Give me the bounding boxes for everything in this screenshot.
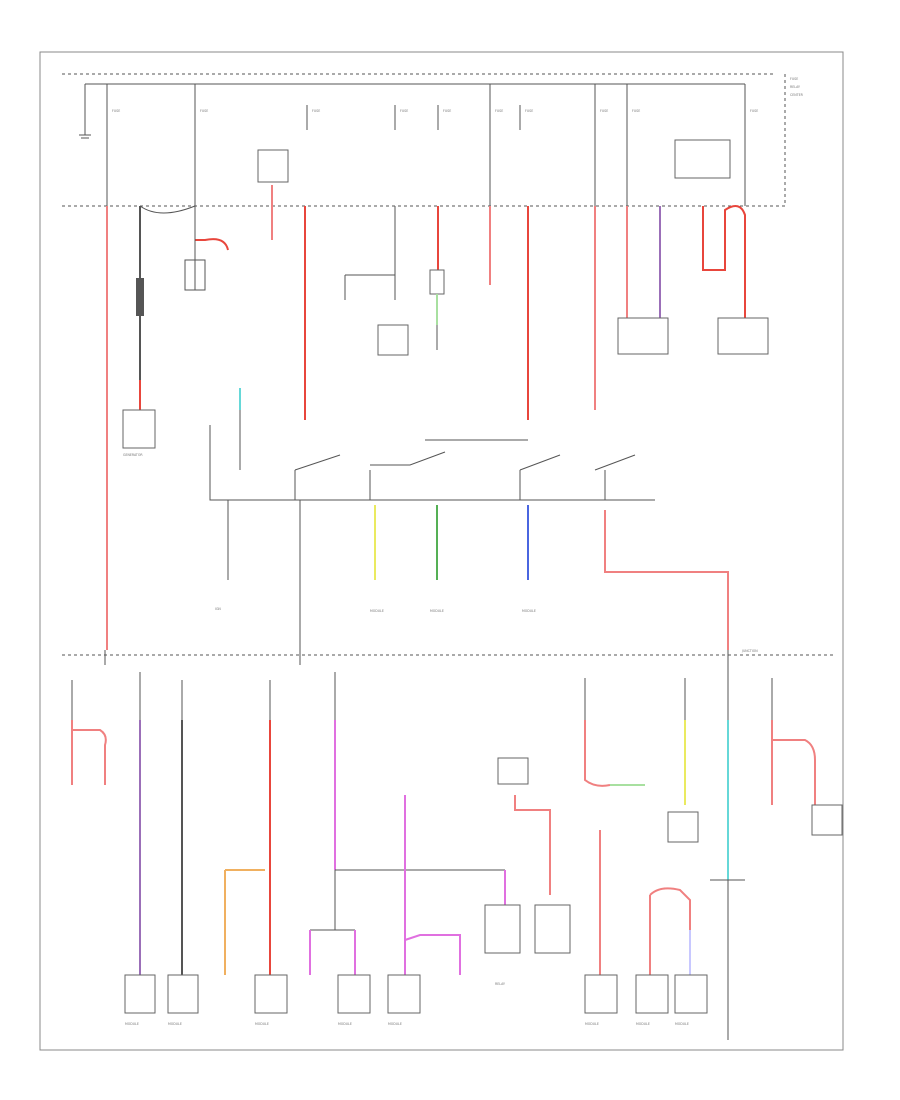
svg-text:RELAY: RELAY bbox=[790, 85, 800, 89]
svg-text:FUSE: FUSE bbox=[600, 109, 608, 113]
svg-text:MODULE: MODULE bbox=[388, 1022, 402, 1026]
svg-text:FUSE: FUSE bbox=[200, 109, 208, 113]
svg-text:MODULE: MODULE bbox=[585, 1022, 599, 1026]
svg-text:FUSE: FUSE bbox=[112, 109, 120, 113]
svg-text:GENERATOR: GENERATOR bbox=[123, 453, 143, 457]
svg-text:MODULE: MODULE bbox=[430, 609, 444, 613]
svg-text:MODULE: MODULE bbox=[125, 1022, 139, 1026]
generator bbox=[122, 409, 156, 449]
svg-text:MODULE: MODULE bbox=[636, 1022, 650, 1026]
svg-text:MODULE: MODULE bbox=[168, 1022, 182, 1026]
svg-text:FUSE: FUSE bbox=[312, 109, 320, 113]
svg-text:MODULE: MODULE bbox=[675, 1022, 689, 1026]
svg-text:FUSE: FUSE bbox=[525, 109, 533, 113]
svg-text:FUSE: FUSE bbox=[400, 109, 408, 113]
upper-wires: GENERATOR bbox=[106, 185, 769, 650]
fuse-row-upper: FUSE FUSE FUSE FUSE FUSE FUSE FUSE FUSE … bbox=[106, 84, 758, 206]
svg-text:FUSE: FUSE bbox=[632, 109, 640, 113]
diagram-border bbox=[39, 51, 844, 1051]
svg-text:RELAY: RELAY bbox=[495, 982, 505, 986]
mid-drops: MODULE MODULE MODULE IGN bbox=[215, 500, 729, 650]
svg-text:MODULE: MODULE bbox=[338, 1022, 352, 1026]
svg-text:MODULE: MODULE bbox=[255, 1022, 269, 1026]
svg-text:MODULE: MODULE bbox=[370, 609, 384, 613]
svg-text:FUSE: FUSE bbox=[750, 109, 758, 113]
lower-junction-box: JUNCTION bbox=[62, 649, 835, 720]
svg-text:JUNCTION: JUNCTION bbox=[741, 649, 758, 653]
fuse-panel-upper: FUSE FUSE FUSE FUSE FUSE FUSE FUSE FUSE … bbox=[62, 73, 804, 207]
generator-coil bbox=[136, 278, 144, 316]
svg-text:FUSE: FUSE bbox=[790, 77, 798, 81]
svg-text:FUSE: FUSE bbox=[443, 109, 451, 113]
svg-text:MODULE: MODULE bbox=[522, 609, 536, 613]
svg-text:IGN: IGN bbox=[215, 607, 221, 611]
svg-text:CENTER: CENTER bbox=[790, 93, 804, 97]
lower-components: MODULE MODULE MODULE MODULE MODULE MODUL… bbox=[124, 804, 843, 1026]
svg-text:FUSE: FUSE bbox=[495, 109, 503, 113]
lower-wires: RELAY bbox=[71, 720, 816, 1040]
